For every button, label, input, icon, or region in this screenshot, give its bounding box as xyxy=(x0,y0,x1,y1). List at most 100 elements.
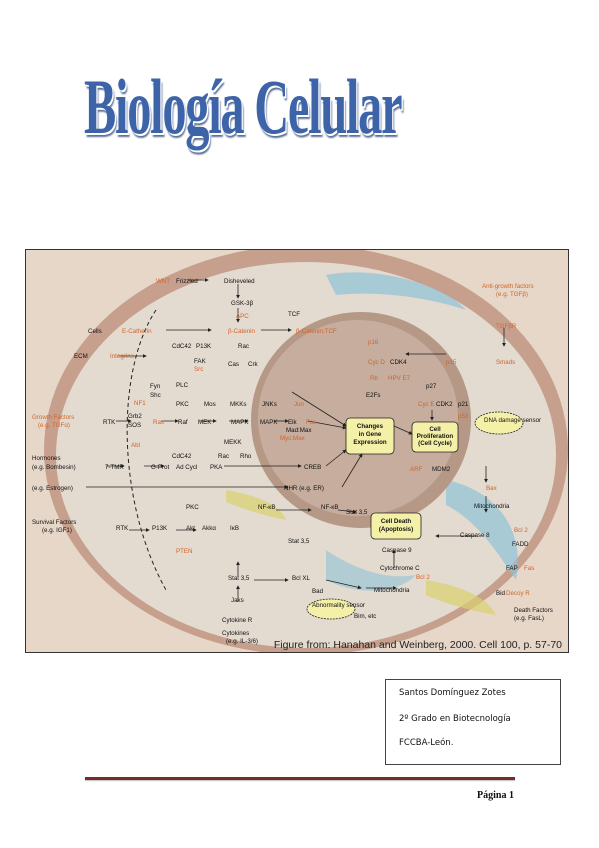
label-bcatenin-tcf: β-Catenin:TCF xyxy=(296,328,337,335)
label-caspase8: Caspase 8 xyxy=(460,532,490,539)
label-cytokine-r: Cytokine R xyxy=(222,617,253,624)
label-frizzled: Frizzled xyxy=(176,278,198,285)
label-smads: Smads xyxy=(496,359,515,366)
label-dna-damage: DNA damage sensor xyxy=(484,417,541,424)
label-raf: Raf xyxy=(178,419,188,426)
label-elk: Elk xyxy=(288,419,298,426)
label-tgfbr: TGFβR xyxy=(496,323,517,330)
label-akt: Akt xyxy=(186,525,195,532)
label-ras: Ras xyxy=(153,419,164,426)
faculty-name: FCCBA-León. xyxy=(399,738,454,748)
label-cdc42b: CdC42 xyxy=(172,453,192,460)
label-cas: Cas xyxy=(228,361,239,368)
label-arf: ARF xyxy=(410,466,423,473)
label-p27: p27 xyxy=(426,383,437,390)
label-apc: APC xyxy=(236,313,249,320)
label-gsk: GSK-3β xyxy=(231,300,254,307)
label-survival: Survival Factors xyxy=(32,519,76,526)
label-plc: PLC xyxy=(176,382,189,389)
author-name: Santos Domínguez Zotes xyxy=(399,688,506,698)
label-fyn: Fyn xyxy=(150,383,161,390)
label-pkc2: PKC xyxy=(186,504,199,511)
label-p13k: P13K xyxy=(196,343,212,350)
label-stat35: Stat 3,5 xyxy=(346,509,368,516)
label-cells: Cells xyxy=(88,328,102,335)
label-bad: Bad xyxy=(312,588,324,595)
label-tmr: 7-TMR xyxy=(105,464,124,471)
label-pten: PTEN xyxy=(176,548,193,555)
label-ecm: ECM xyxy=(74,353,88,360)
label-pkc: PKC xyxy=(176,401,189,408)
label-survival-eg: (e.g. IGF1) xyxy=(42,527,72,534)
label-cyce: Cyc E xyxy=(418,401,435,408)
label-rtk2: RTK xyxy=(116,525,129,532)
label-p21: p21 xyxy=(458,401,469,408)
label-myc-max: Myc:Max xyxy=(280,435,306,442)
figure-caption: Figure from: Hanahan and Weinberg, 2000.… xyxy=(274,639,562,651)
label-rac: Rac xyxy=(238,343,249,350)
label-mek: MEK xyxy=(198,419,212,426)
label-abnormality: Abnormality sensor xyxy=(312,602,365,609)
label-jun: Jun xyxy=(294,401,305,408)
label-antigrowth: Anti-growth factors xyxy=(482,283,534,290)
label-p16: p16 xyxy=(368,339,379,346)
label-integrins: Integrins xyxy=(110,353,134,360)
label-cytochrome: Cytochrome C xyxy=(380,565,420,572)
label-mad-max: Mad:Max xyxy=(286,427,312,434)
label-wnt: WNT xyxy=(156,278,170,285)
author-info-box: Santos Domínguez Zotes 2º Grado en Biote… xyxy=(385,679,561,765)
label-abl: Abl xyxy=(131,442,140,449)
label-cytokines-eg: (e.g. IL-3/6) xyxy=(226,638,258,645)
degree-course: 2º Grado en Biotecnología xyxy=(399,714,511,724)
document-title: Biología Celular xyxy=(84,63,403,150)
label-cdk2: CDK2 xyxy=(436,401,453,408)
label-bclxl: Bcl XL xyxy=(292,575,310,582)
label-bid: Bid xyxy=(496,590,506,597)
label-mdm2: MDM2 xyxy=(432,466,451,473)
label-src: Src xyxy=(194,366,203,373)
label-p13k2: P13K xyxy=(152,525,168,532)
label-mapk: MAPK xyxy=(231,419,249,426)
page-number: Página 1 xyxy=(477,790,514,801)
label-fos: Fos xyxy=(306,419,316,426)
label-mkks: MKKs xyxy=(230,401,247,408)
label-cdk4: CDK4 xyxy=(390,359,407,366)
label-tcf: TCF xyxy=(288,311,300,318)
label-ecadherin: E-Catherin xyxy=(122,328,152,335)
cell-proliferation-box xyxy=(411,421,459,453)
label-e2fs: E2Fs xyxy=(366,392,380,399)
label-sos: SOS xyxy=(128,422,141,429)
label-p15: p15 xyxy=(446,359,457,366)
label-growth-factors: Growth Factors xyxy=(32,414,74,421)
label-disheveled: Disheveled xyxy=(224,278,255,285)
label-death-factors: Death Factors xyxy=(514,607,553,614)
label-jnks: JNKs xyxy=(262,401,277,408)
label-bax: Bax xyxy=(486,485,498,492)
changes-gene-expression-box xyxy=(345,417,395,455)
label-fak: FAK xyxy=(194,358,207,365)
label-fas: Fas xyxy=(524,565,534,572)
label-estrogen: (e.g. Estrogen) xyxy=(32,485,73,492)
label-mekk: MEKK xyxy=(224,439,242,446)
label-decoy: Decoy R xyxy=(506,590,530,597)
label-rtk: RTK xyxy=(103,419,116,426)
svg-text:Cell Death(Apoptosis): Cell Death(Apoptosis) xyxy=(379,518,413,533)
label-bcl2: Bcl 2 xyxy=(514,527,528,534)
label-mitochondria: Mitochondria xyxy=(474,503,510,510)
cell-death-box xyxy=(370,512,422,540)
label-mitochondria2: Mitochondria xyxy=(374,587,410,594)
label-rho: Rho xyxy=(240,453,252,460)
label-stat35c: Stat 3,5 xyxy=(228,575,250,582)
label-grb2: Grb2 xyxy=(128,413,142,420)
label-gprot: G-Prot xyxy=(151,464,170,471)
label-mapk2: MAPK xyxy=(260,419,278,426)
label-pka: PKA xyxy=(210,464,223,471)
label-akka: Akkα xyxy=(202,525,216,532)
label-ikb: IκB xyxy=(230,525,239,532)
label-bim: Bim, etc xyxy=(354,613,376,620)
footer-rule xyxy=(85,777,515,780)
label-crk: Crk xyxy=(248,361,259,368)
